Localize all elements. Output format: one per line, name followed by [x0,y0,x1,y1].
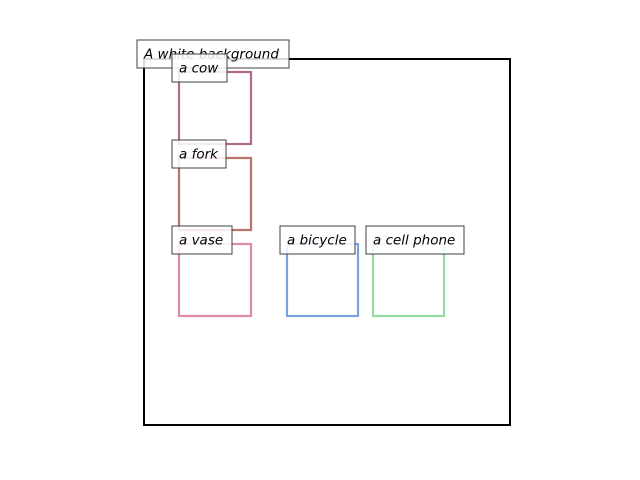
object-label-box-fork [171,139,227,169]
canvas-border [143,58,511,426]
object-label-cell-phone: a cell phone [365,225,465,255]
object-label-box-cow [171,53,228,83]
object-label-vase: a vase [171,225,233,255]
object-label-bicycle: a bicycle [279,225,356,255]
object-label-box-vase [171,225,233,255]
object-label-text-bicycle: a bicycle [287,233,347,249]
object-box-vase [177,242,253,318]
object-label-text-fork: a fork [179,147,219,163]
object-labels: a cow a fork a vase a bicycle a cell phone [171,53,465,255]
object-box-cow [177,70,253,146]
object-label-box-cell-phone [365,225,465,255]
object-label-box-bicycle [279,225,356,255]
object-box-fork [177,156,253,232]
object-label-text-vase: a vase [179,233,223,249]
object-boxes [177,70,446,318]
object-label-text-cow: a cow [179,61,219,77]
object-box-bicycle [285,242,360,318]
object-box-cell-phone [371,242,446,318]
object-label-text-cell-phone: a cell phone [373,233,455,249]
object-label-fork: a fork [171,139,227,169]
object-label-cow: a cow [171,53,228,83]
